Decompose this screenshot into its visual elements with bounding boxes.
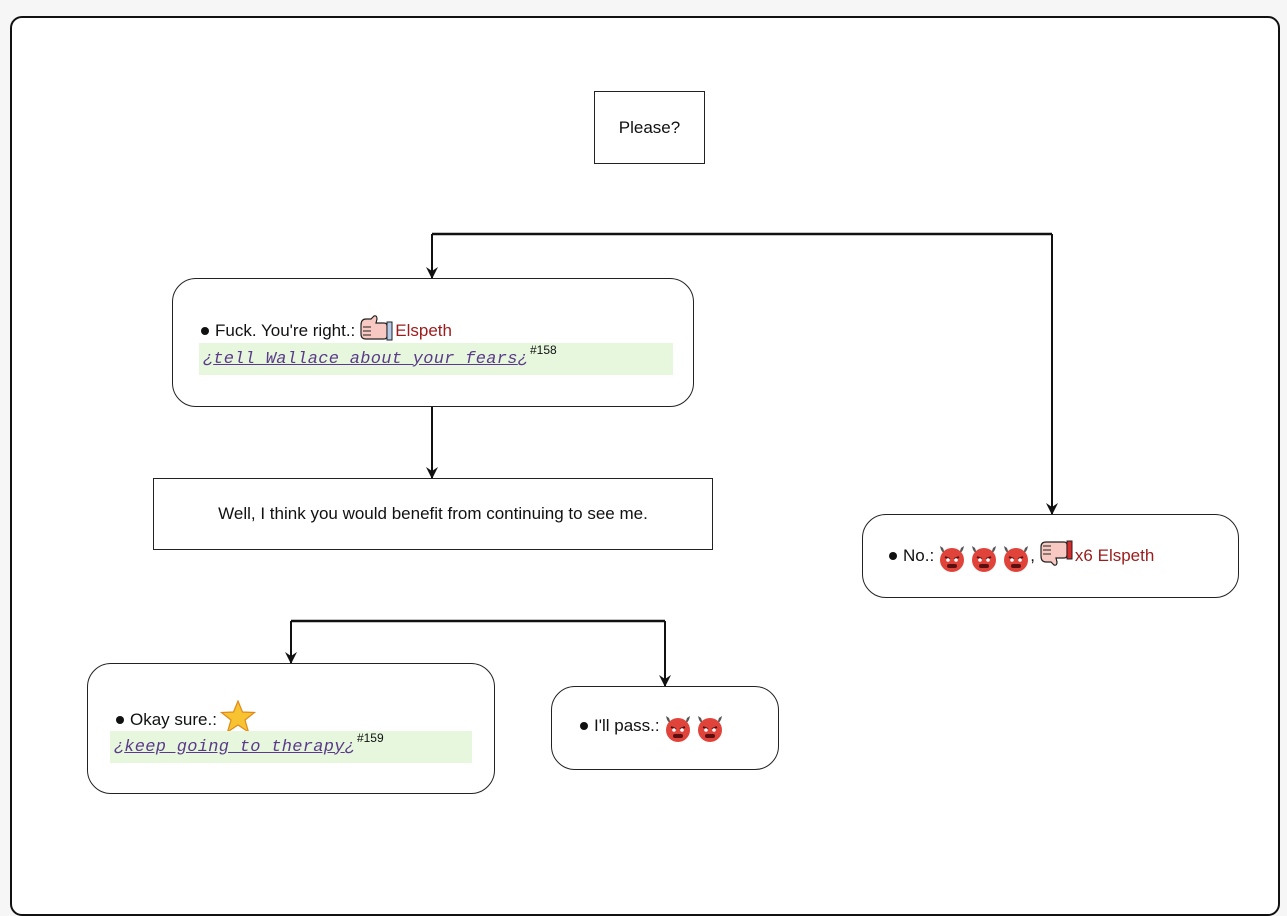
choice-node-pass: I'll pass.: — [551, 686, 779, 770]
speaker-label: Elspeth — [395, 320, 452, 340]
action-close-mark: ¿ — [344, 737, 355, 757]
reference-number: #159 — [356, 731, 384, 745]
bullet-icon — [580, 722, 588, 730]
thumbs-up-icon — [357, 315, 393, 346]
choice-node-no: No.: — [862, 514, 1239, 598]
action-link-therapy[interactable]: keep going to therapy — [124, 737, 345, 757]
choice-node-okay: Okay sure.: ¿ keep going to therapy ¿ #1… — [87, 663, 495, 794]
devil-icon — [1000, 542, 1029, 572]
action-open-mark: ¿ — [114, 737, 125, 757]
prompt-text: Please? — [618, 117, 681, 137]
choice-node-right: Fuck. You're right.: Elspeth ¿ tell Wall… — [172, 278, 694, 407]
devil-icon — [936, 542, 965, 572]
devil-icon — [662, 712, 690, 742]
reply-node: Well, I think you would benefit from con… — [153, 478, 713, 550]
choice-text: No.: — [903, 545, 935, 565]
bullet-icon — [201, 326, 209, 335]
star-icon — [219, 699, 257, 739]
separator: , — [1030, 545, 1035, 565]
reply-text: Well, I think you would benefit from con… — [218, 504, 648, 523]
action-close-mark: ¿ — [517, 349, 528, 369]
bullet-icon — [116, 715, 124, 724]
action-open-mark: ¿ — [203, 349, 214, 369]
thumbs-down-icon — [1037, 540, 1073, 571]
bullet-icon — [889, 551, 897, 560]
reference-number: #158 — [529, 343, 557, 357]
choice-text: Okay sure.: — [130, 709, 217, 729]
devil-icon — [694, 712, 722, 742]
devil-icon — [968, 542, 997, 572]
choice-text: I'll pass.: — [594, 716, 660, 735]
choice-text: Fuck. You're right.: — [215, 320, 356, 340]
action-link-fears[interactable]: tell Wallace about your fears — [213, 349, 518, 369]
speaker-label: x6 Elspeth — [1074, 545, 1155, 565]
action-link-container: ¿ tell Wallace about your fears ¿ #158 — [199, 343, 673, 375]
action-link-container: ¿ keep going to therapy ¿ #159 — [110, 731, 472, 763]
prompt-node: Please? — [594, 91, 705, 164]
